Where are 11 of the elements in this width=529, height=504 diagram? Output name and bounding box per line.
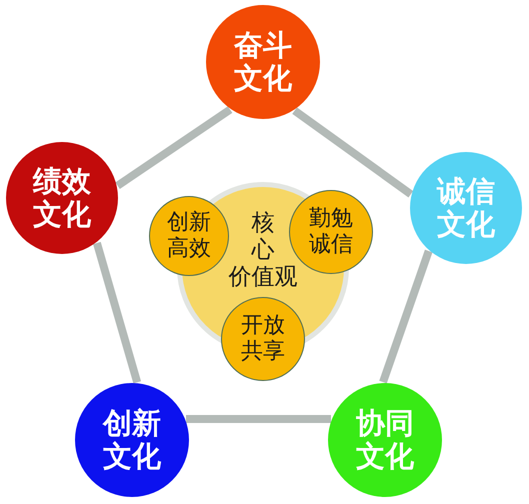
culture-circle: 诚信文化 bbox=[410, 152, 522, 264]
connector-line bbox=[93, 242, 142, 384]
culture-circle: 绩效文化 bbox=[6, 142, 118, 254]
connector-line bbox=[186, 415, 331, 423]
value-circle: 创新高效 bbox=[149, 196, 229, 276]
connector-line bbox=[379, 250, 432, 384]
culture-circle: 创新文化 bbox=[75, 383, 189, 497]
connector-line bbox=[115, 106, 232, 190]
culture-circle: 奋斗文化 bbox=[206, 5, 320, 119]
connector-line bbox=[292, 107, 414, 198]
culture-circle: 协同文化 bbox=[328, 383, 442, 497]
